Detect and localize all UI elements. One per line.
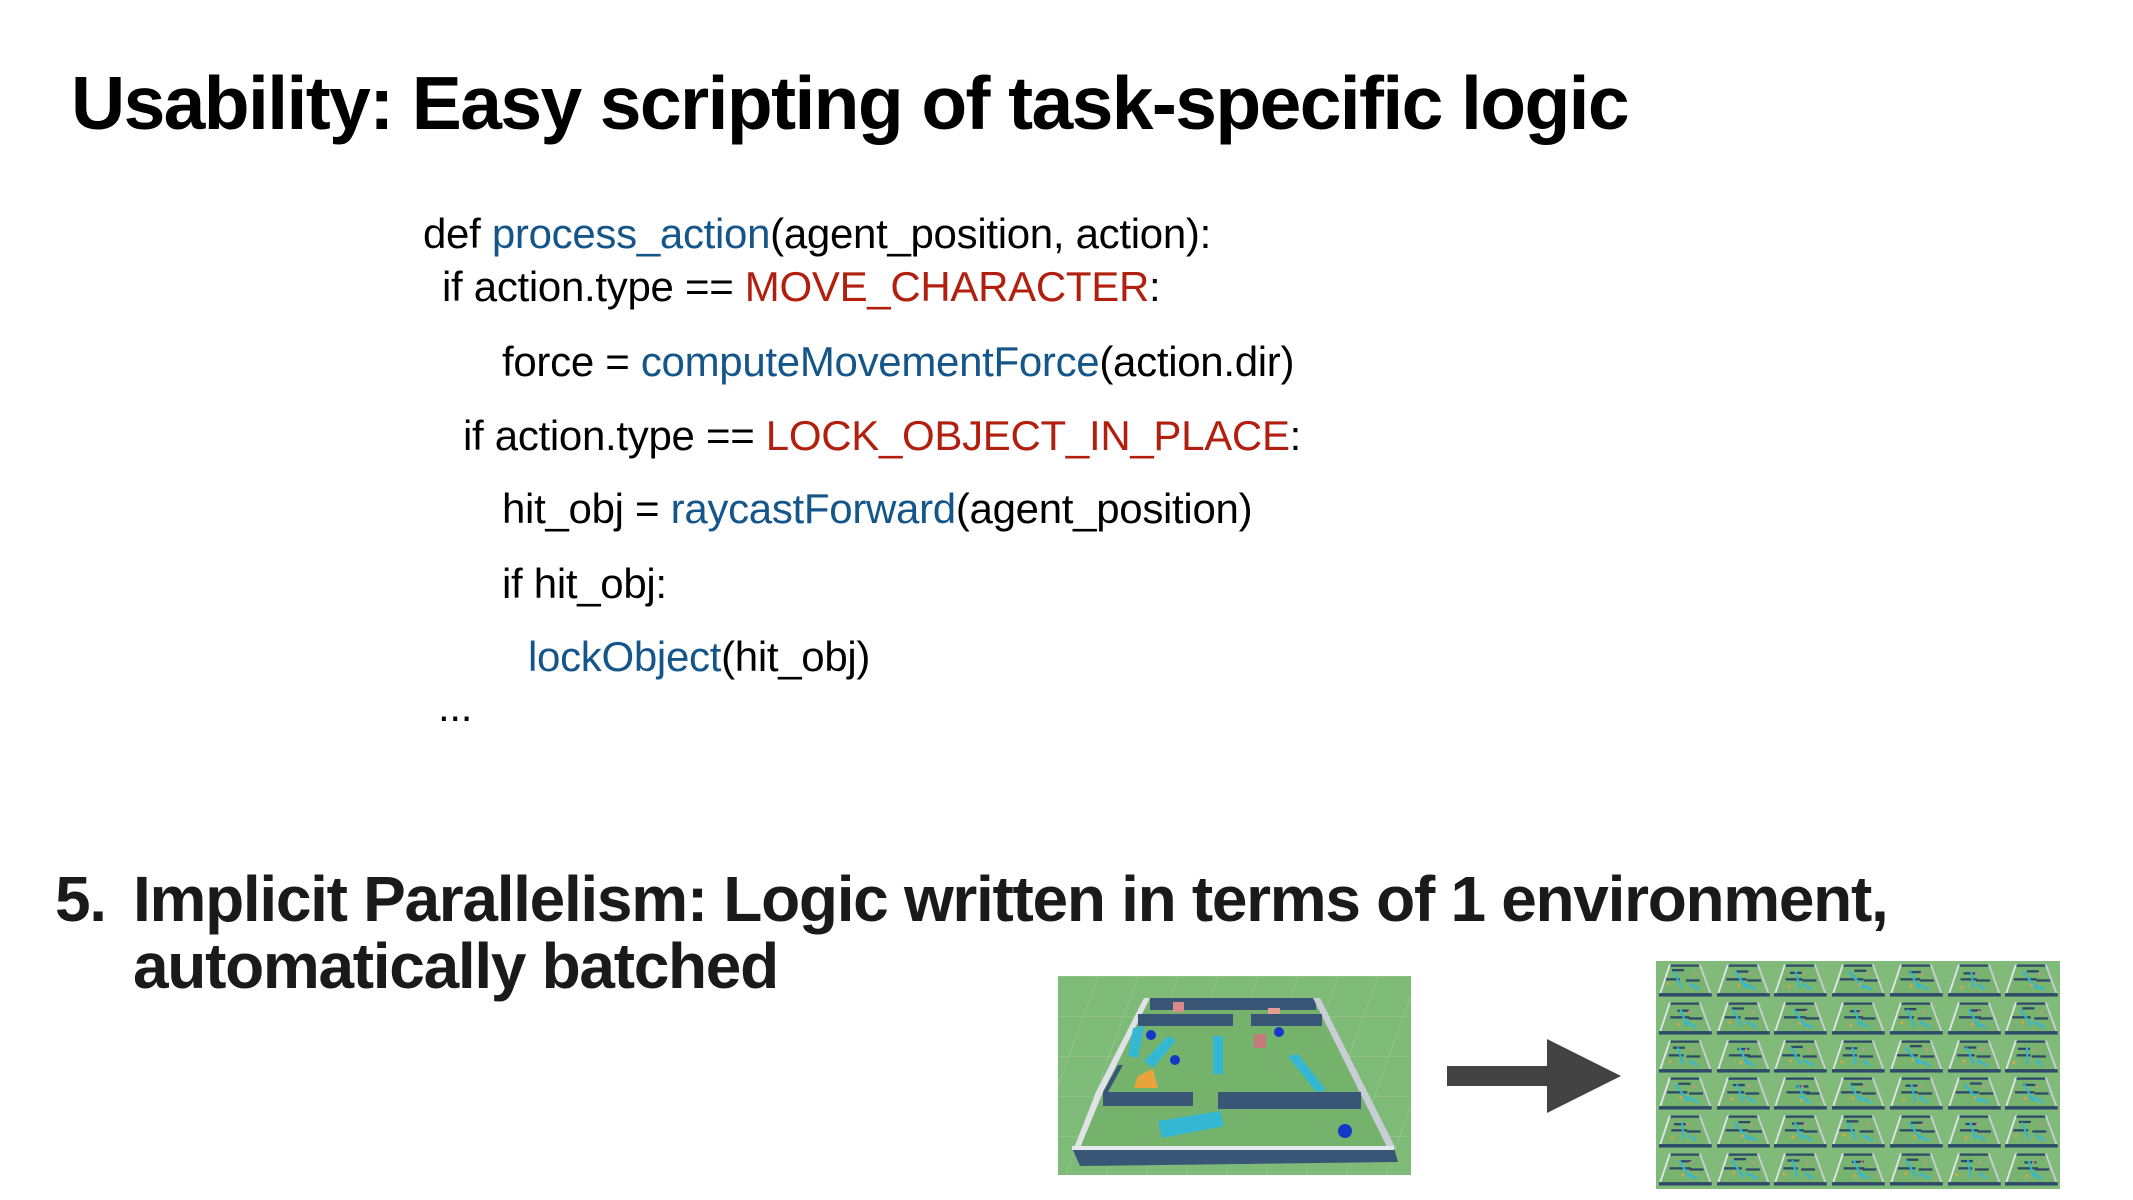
mini-environment (1714, 1150, 1772, 1188)
mini-environment (1714, 961, 1772, 999)
mini-environment (1656, 1037, 1714, 1075)
mini-environment (1945, 1150, 2003, 1188)
batched-environments-grid (1656, 961, 2060, 1189)
mini-environment (1887, 1112, 1945, 1150)
mini-environment (1829, 961, 1887, 999)
mini-environment (1829, 1112, 1887, 1150)
mini-environment (2002, 961, 2060, 999)
code-function-name: lockObject (528, 633, 722, 680)
mini-environment (1887, 999, 1945, 1037)
code-constant: MOVE_CHARACTER (744, 263, 1150, 310)
mini-environment (1945, 1037, 2003, 1075)
mini-environment (1714, 1037, 1772, 1075)
mini-environment (1887, 1150, 1945, 1188)
mini-environment (1656, 1150, 1714, 1188)
mini-environment (2002, 1188, 2060, 1189)
mini-environment (1887, 1188, 1945, 1189)
mini-environment (1714, 1188, 1772, 1189)
mini-environment (2002, 1112, 2060, 1150)
mini-environment (1656, 1112, 1714, 1150)
mini-environment (2002, 1037, 2060, 1075)
mini-environment (1771, 1037, 1829, 1075)
bullet-point-5: 5. Implicit Parallelism: Logic written in… (55, 863, 1889, 1002)
mini-environment (1771, 1188, 1829, 1189)
mini-environment (1945, 999, 2003, 1037)
code-line: if hit_obj: (502, 563, 667, 605)
code-text: hit_obj = (502, 485, 671, 532)
slide-title: Usability: Easy scripting of task-specif… (71, 61, 1630, 145)
mini-environment (1771, 1074, 1829, 1112)
bullet-line-2: automatically batched (133, 930, 779, 1002)
code-function-name: raycastForward (670, 485, 957, 532)
mini-environment (1656, 1188, 1714, 1189)
code-line: hit_obj = raycastForward(agent_position) (502, 485, 1253, 532)
code-text: : (1289, 412, 1302, 459)
mini-environment (1714, 999, 1772, 1037)
code-text: : (1149, 263, 1161, 310)
code-line: lockObject(hit_obj) (528, 636, 870, 678)
mini-environment (1771, 1150, 1829, 1188)
code-text: if action.type == (463, 412, 766, 459)
code-line: if action.type == LOCK_OBJECT_IN_PLACE: (463, 415, 1301, 457)
code-text: def (423, 210, 492, 257)
mini-environment (1829, 1150, 1887, 1188)
mini-environment (1887, 1037, 1945, 1075)
mini-environment (1771, 999, 1829, 1037)
code-constant: LOCK_OBJECT_IN_PLACE (765, 412, 1290, 459)
mini-environment (2002, 999, 2060, 1037)
code-text: (action.dir) (1099, 338, 1295, 385)
mini-environment (2002, 1074, 2060, 1112)
mini-environment (1656, 961, 1714, 999)
code-function-name: computeMovementForce (640, 338, 1100, 385)
code-text: if hit_obj: (502, 560, 667, 607)
mini-environment (1945, 1188, 2003, 1189)
mini-environment (1656, 999, 1714, 1037)
bullet-line-1: Implicit Parallelism: Logic written in t… (133, 863, 1889, 935)
code-text: ... (438, 683, 473, 730)
single-environment-image (1058, 976, 1411, 1175)
bullet-number: 5. (55, 863, 107, 935)
code-line: ... (438, 686, 472, 728)
mini-environment (1771, 961, 1829, 999)
mini-environment (1887, 961, 1945, 999)
mini-environment (2002, 1150, 2060, 1188)
maze-environment-render (1058, 976, 1411, 1175)
mini-environment (1829, 999, 1887, 1037)
code-line: if action.type == MOVE_CHARACTER: (442, 263, 1161, 310)
code-function-name: process_action (491, 210, 771, 257)
code-text: force = (502, 338, 641, 385)
mini-environment (1829, 1074, 1887, 1112)
code-text: (hit_obj) (721, 633, 871, 680)
code-line: def process_action(agent_position, actio… (423, 213, 1211, 255)
mini-environment (1887, 1074, 1945, 1112)
mini-environment (1829, 1188, 1887, 1189)
code-text: if action.type == (442, 263, 745, 310)
mini-environment (1945, 961, 2003, 999)
mini-environment (1945, 1074, 2003, 1112)
code-line: force = computeMovementForce(action.dir) (502, 341, 1294, 383)
right-arrow-icon (1447, 1039, 1621, 1113)
mini-environment (1945, 1112, 2003, 1150)
mini-environment (1771, 1112, 1829, 1150)
code-text: (agent_position, action): (770, 210, 1211, 257)
mini-environment (1656, 1074, 1714, 1112)
mini-environment (1714, 1112, 1772, 1150)
mini-environment (1829, 1037, 1887, 1075)
mini-environment (1714, 1074, 1772, 1112)
code-text: (agent_position) (955, 485, 1253, 532)
